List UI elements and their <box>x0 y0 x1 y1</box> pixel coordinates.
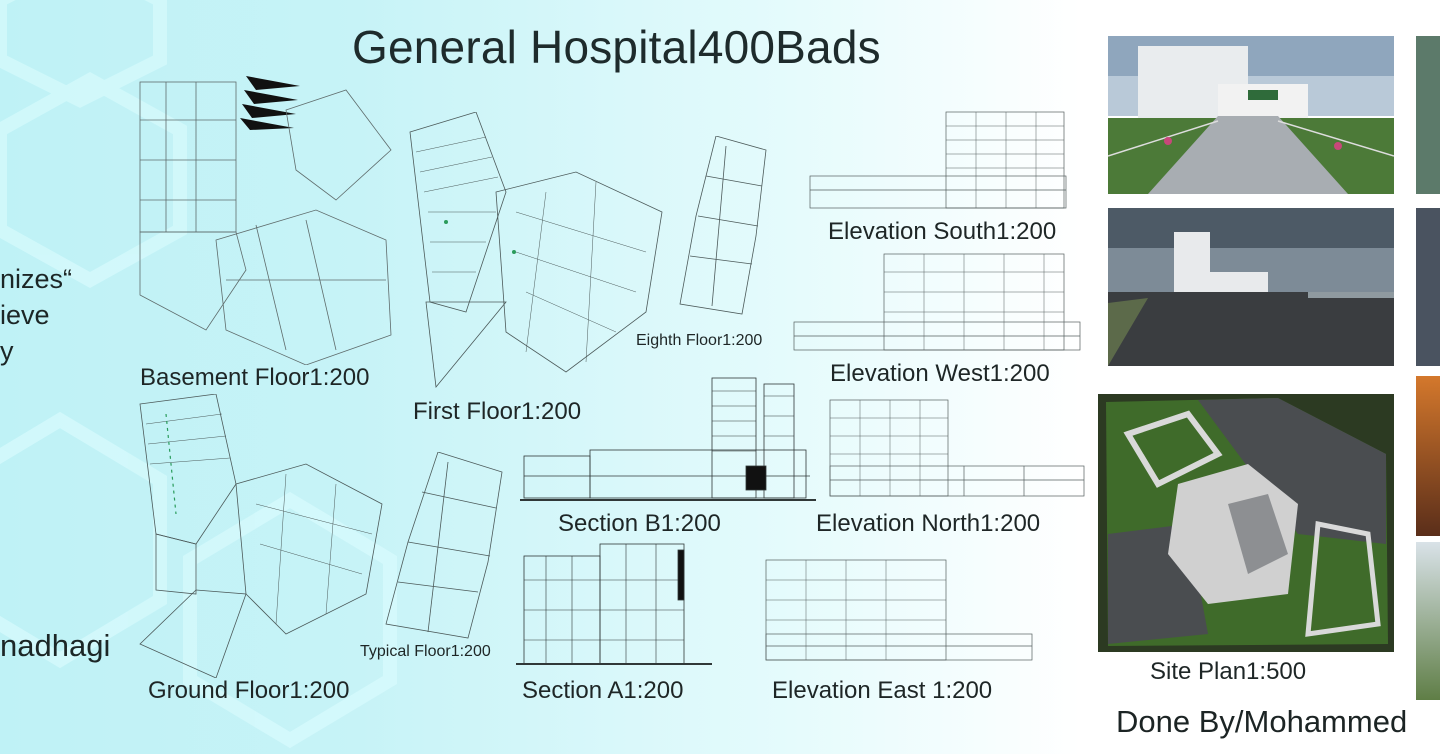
ground-floor-plan <box>136 394 386 678</box>
eighth-floor-plan <box>676 136 770 318</box>
section-a1-label: Section A1:200 <box>522 677 684 704</box>
render-photo-cropped <box>1416 376 1440 536</box>
elevation-west-drawing <box>790 252 1082 356</box>
render-photo-entrance <box>1108 36 1394 194</box>
eighth-floor-label: Eighth Floor1:200 <box>636 332 763 349</box>
elevation-south-label: Elevation South1:200 <box>828 218 1057 245</box>
elevation-south-drawing <box>806 110 1070 214</box>
typical-floor-label: Typical Floor1:200 <box>360 643 491 660</box>
left-text-fragment: nizes“ <box>0 264 73 294</box>
section-a1-drawing <box>516 540 712 666</box>
elevation-east-label: Elevation East 1:200 <box>772 677 993 704</box>
left-text-fragment: y <box>0 336 14 366</box>
elevation-east-drawing <box>762 550 1034 666</box>
section-b1-label: Section B1:200 <box>558 510 721 537</box>
first-floor-plan <box>406 112 670 392</box>
ground-floor-label: Ground Floor1:200 <box>148 677 350 704</box>
site-plan-render <box>1098 394 1394 652</box>
left-text-fragment: nadhagi <box>0 628 111 663</box>
credit-text: Done By/Mohammed <box>1116 704 1408 739</box>
render-photo-parking <box>1108 208 1394 366</box>
section-b1-drawing <box>520 376 816 502</box>
typical-floor-plan <box>378 452 504 642</box>
elevation-north-label: Elevation North1:200 <box>816 510 1041 537</box>
render-photo-cropped <box>1416 36 1440 194</box>
basement-floor-label: Basement Floor1:200 <box>140 364 370 391</box>
page-title: General Hospital400Bads <box>352 21 881 73</box>
left-text-fragment: ieve <box>0 300 50 330</box>
elevation-west-label: Elevation West1:200 <box>830 360 1050 387</box>
basement-floor-plan <box>136 80 396 365</box>
render-photo-cropped <box>1416 542 1440 700</box>
elevation-north-drawing <box>824 394 1088 502</box>
first-floor-label: First Floor1:200 <box>413 398 582 425</box>
render-photo-cropped <box>1416 208 1440 366</box>
site-plan-label: Site Plan1:500 <box>1150 658 1307 685</box>
north-arrow-icon <box>240 76 304 130</box>
